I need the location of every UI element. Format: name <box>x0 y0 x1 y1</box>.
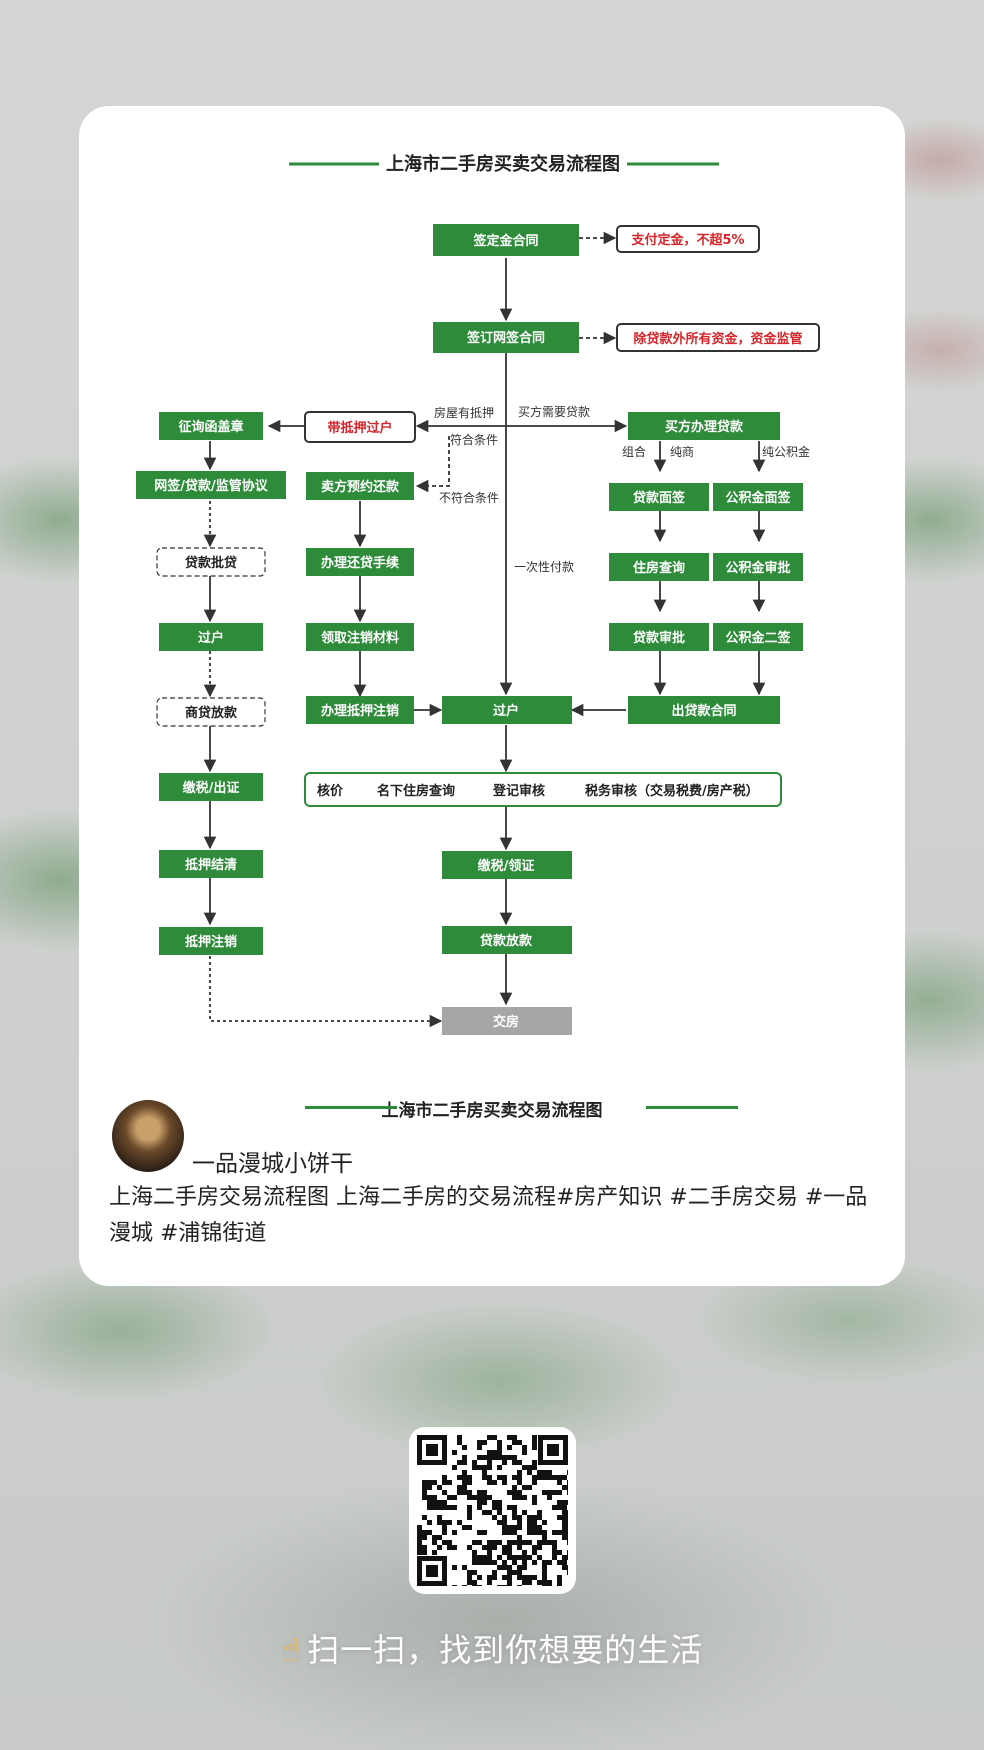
avatar[interactable] <box>112 1100 184 1172</box>
pointing-hand-icon: ☝ <box>280 1631 302 1669</box>
author-name[interactable]: 一品漫城小饼干 <box>192 1151 353 1177</box>
node-sign-deposit: 签定金合同 <box>472 233 538 249</box>
node-transfer-center: 过户 <box>493 703 519 719</box>
review-housing-query: 名下住房查询 <box>377 783 455 799</box>
post-caption: 上海二手房交易流程图 上海二手房的交易流程#房产知识 #二手房交易 #一品漫城 … <box>109 1185 868 1246</box>
node-fund-second-sign: 公积金二签 <box>725 630 791 646</box>
qr-code[interactable] <box>409 1427 576 1594</box>
node-issue-loan-contract: 出贷款合同 <box>671 703 736 719</box>
qr-code-icon <box>417 1435 568 1586</box>
flowchart: 上海市二手房买卖交易流程图 <box>136 153 820 1035</box>
node-seller-repay: 卖方预约还款 <box>321 479 400 495</box>
node-tax-collect: 缴税/领证 <box>478 858 535 874</box>
node-inquiry-seal: 征询函盖章 <box>178 419 243 435</box>
post-card: 上海市二手房买卖交易流程图 <box>79 106 905 1286</box>
node-loan-release: 贷款放款 <box>480 933 533 949</box>
footer-title-rule-right <box>646 1106 738 1109</box>
node-fund-supervision: 除贷款外所有资金，资金监管 <box>633 331 802 347</box>
scan-text: 扫一扫，找到你想要的生活 <box>307 1631 704 1669</box>
label-lump-sum: 一次性付款 <box>514 560 574 574</box>
footer-title: 上海市二手房买卖交易流程图 <box>381 1101 603 1121</box>
review-price: 核价 <box>317 783 344 799</box>
node-mortgage-settle: 抵押结清 <box>185 857 237 873</box>
node-pay-deposit: 支付定金，不超5% <box>630 232 744 248</box>
label-pure-commercial: 纯商 <box>670 444 694 459</box>
footer-title-rule-left <box>305 1106 397 1109</box>
node-fund-interview: 公积金面签 <box>725 490 791 506</box>
review-registration: 登记审核 <box>492 783 545 799</box>
node-online-loan-agreement: 网签/贷款/监管协议 <box>154 478 268 494</box>
node-mortgage-cancel: 抵押注销 <box>185 934 237 950</box>
node-buyer-loan: 买方办理贷款 <box>665 419 744 435</box>
node-get-cancel-materials: 领取注销材料 <box>321 630 399 646</box>
scan-prompt: ☝扫一扫，找到你想要的生活 <box>0 1625 984 1671</box>
node-handover: 交房 <box>493 1014 519 1030</box>
node-loan-approval-right: 贷款审批 <box>633 630 685 646</box>
node-mortgage-transfer: 带抵押过户 <box>327 420 392 436</box>
label-qualified: 符合条件 <box>450 432 498 447</box>
node-loan-interview: 贷款面签 <box>633 490 686 506</box>
node-repay-procedure: 办理还贷手续 <box>321 555 399 571</box>
review-tax: 税务审核（交易税费/房产税） <box>585 783 759 799</box>
label-not-qualified: 不符合条件 <box>439 490 499 505</box>
label-pure-fund: 纯公积金 <box>762 444 810 459</box>
node-transfer-left: 过户 <box>198 630 224 646</box>
node-sign-online: 签订网签合同 <box>466 330 545 346</box>
node-loan-approval: 贷款批贷 <box>185 555 237 571</box>
node-fund-approval: 公积金审批 <box>725 560 790 576</box>
diagram-title: 上海市二手房买卖交易流程图 <box>386 153 620 175</box>
label-has-mortgage: 房屋有抵押 <box>434 405 494 420</box>
label-combined: 组合 <box>622 444 646 459</box>
label-buyer-needs-loan: 买方需要贷款 <box>518 404 590 419</box>
node-commercial-loan-release: 商贷放款 <box>185 705 238 721</box>
node-housing-query: 住房查询 <box>633 560 685 576</box>
node-handle-mortgage-cancel: 办理抵押注销 <box>321 703 399 719</box>
node-tax-certificate: 缴税/出证 <box>183 780 240 796</box>
